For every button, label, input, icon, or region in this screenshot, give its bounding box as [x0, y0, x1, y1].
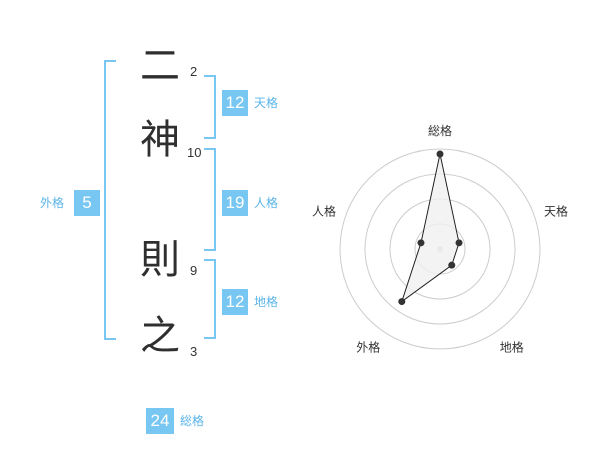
- name-char-4: 之: [140, 313, 180, 359]
- radar-axis-label-3: 外格: [356, 340, 380, 355]
- name-char-2: 神: [140, 117, 180, 163]
- radar-point-3: [398, 298, 406, 306]
- radar-polygon: [400, 153, 460, 303]
- stroke-count-2: 10: [187, 145, 202, 160]
- radar-point-1: [455, 239, 463, 247]
- sou-label: 総格: [180, 414, 205, 428]
- jin-label: 人格: [254, 196, 279, 210]
- ten-bracket: [204, 75, 216, 139]
- name-char-3: 則: [140, 237, 180, 283]
- gai-bracket: [104, 60, 116, 340]
- ten-value-badge: 12: [222, 90, 248, 116]
- name-char-1: 二: [140, 43, 180, 89]
- jin-bracket: [204, 148, 216, 251]
- stroke-count-4: 3: [190, 344, 198, 359]
- radar-point-0: [436, 150, 444, 158]
- gai-label: 外格: [40, 196, 65, 210]
- radar-axis-label-2: 地格: [500, 340, 524, 355]
- radar-axis-label-0: 総格: [428, 123, 452, 138]
- radar-shape: [398, 150, 463, 306]
- radar-point-2: [448, 261, 456, 269]
- ten-label: 天格: [254, 96, 279, 110]
- jin-value-badge: 19: [222, 190, 248, 216]
- radar-axis-label-4: 人格: [312, 203, 336, 218]
- chi-bracket: [204, 259, 216, 339]
- radar-ring-4: [339, 148, 541, 350]
- radar-axis-label-1: 天格: [544, 203, 568, 218]
- chi-label: 地格: [254, 295, 279, 309]
- stroke-count-1: 2: [190, 64, 198, 79]
- sou-value-badge: 24: [146, 408, 174, 434]
- gai-value-badge: 5: [74, 190, 100, 216]
- stroke-count-3: 9: [190, 263, 198, 278]
- chi-value-badge: 12: [222, 289, 248, 315]
- radar-point-4: [417, 239, 425, 247]
